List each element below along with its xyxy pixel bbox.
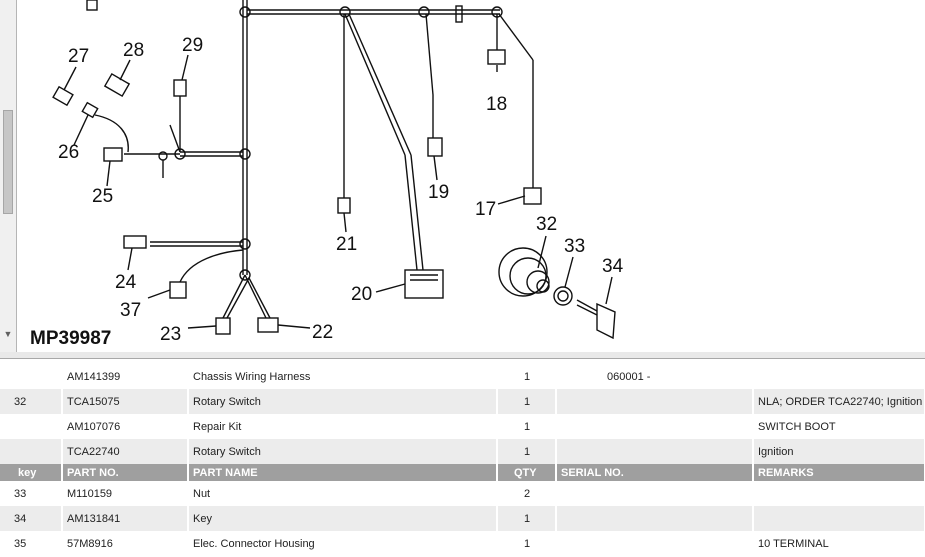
callout-34: 34 [602,256,624,277]
wiring-diagram: 17 18 19 20 21 22 23 24 25 26 27 28 29 3… [30,0,624,349]
cell-key: 34 [0,506,63,531]
callout-29: 29 [182,35,203,56]
cell-serial-no [556,414,754,439]
cell-remarks: NLA; ORDER TCA22740; Ignition [753,389,925,414]
diagram-code: MP39987 [30,328,111,349]
cell-qty: 2 [497,481,557,506]
callout-23: 23 [160,324,181,345]
cell-serial-no: 060001 - [556,364,754,389]
header-serial-no[interactable]: SERIAL NO. [556,464,754,481]
cell-serial-no [556,439,754,464]
cell-serial-no [556,481,754,506]
header-qty[interactable]: QTY [497,464,557,481]
cell-remarks [753,506,925,531]
table-row[interactable]: 32 TCA15075 Rotary Switch 1 NLA; ORDER T… [0,389,925,414]
panel-splitter[interactable] [0,352,925,359]
table-row[interactable]: AM141399 Chassis Wiring Harness 1 060001… [0,364,925,389]
cell-remarks [753,481,925,506]
cell-qty: 1 [497,439,557,464]
table-row[interactable]: 33 M110159 Nut 2 [0,481,925,506]
callout-27: 27 [68,46,89,67]
cell-part-name: Chassis Wiring Harness [188,364,498,389]
callout-20: 20 [351,284,372,305]
callout-21: 21 [336,234,357,255]
cell-qty: 1 [497,414,557,439]
cell-part-no: 57M8916 [62,531,189,556]
callout-24: 24 [115,272,137,293]
cell-serial-no [556,531,754,556]
callout-22: 22 [312,322,333,343]
cell-part-no: TCA15075 [62,389,189,414]
cell-remarks: 10 TERMINAL [753,531,925,556]
table-header-row: key PART NO. PART NAME QTY SERIAL NO. RE… [0,464,925,481]
cell-part-no: M110159 [62,481,189,506]
cell-part-no: AM107076 [62,414,189,439]
cell-key [0,439,63,464]
cell-qty: 1 [497,389,557,414]
callout-17: 17 [475,199,496,220]
vertical-scrollbar[interactable]: ▼ [0,0,17,352]
cell-serial-no [556,506,754,531]
cell-remarks: Ignition [753,439,925,464]
cell-qty: 1 [497,531,557,556]
cell-key: 35 [0,531,63,556]
header-part-name[interactable]: PART NAME [188,464,498,481]
callout-33: 33 [564,236,585,257]
cell-part-name: Key [188,506,498,531]
cell-remarks: SWITCH BOOT [753,414,925,439]
cell-key [0,414,63,439]
cell-part-name: Rotary Switch [188,389,498,414]
cell-key: 32 [0,389,63,414]
cell-serial-no [556,389,754,414]
cell-part-name: Repair Kit [188,414,498,439]
cell-remarks [753,364,925,389]
header-key[interactable]: key [0,464,63,481]
cell-part-no: AM131841 [62,506,189,531]
cell-qty: 1 [497,506,557,531]
callout-18: 18 [486,94,507,115]
callout-28: 28 [123,40,144,61]
cell-part-name: Elec. Connector Housing [188,531,498,556]
table-row[interactable]: 34 AM131841 Key 1 [0,506,925,531]
scrollbar-thumb[interactable] [3,110,13,214]
cell-qty: 1 [497,364,557,389]
cell-part-no: TCA22740 [62,439,189,464]
cell-key [0,364,63,389]
callout-25: 25 [92,186,113,207]
callout-26: 26 [58,142,79,163]
callout-37: 37 [120,300,141,321]
table-row[interactable]: 35 57M8916 Elec. Connector Housing 1 10 … [0,531,925,556]
callout-32: 32 [536,214,557,235]
table-row[interactable]: AM107076 Repair Kit 1 SWITCH BOOT [0,414,925,439]
cell-part-name: Nut [188,481,498,506]
header-part-no[interactable]: PART NO. [62,464,189,481]
parts-table: AM141399 Chassis Wiring Harness 1 060001… [0,364,925,556]
callout-19: 19 [428,182,449,203]
cell-part-name: Rotary Switch [188,439,498,464]
cell-part-no: AM141399 [62,364,189,389]
header-remarks[interactable]: REMARKS [753,464,925,481]
cell-key: 33 [0,481,63,506]
diagram-panel: ▼ [0,0,925,353]
scroll-down-arrow-icon[interactable]: ▼ [3,329,13,339]
table-row[interactable]: TCA22740 Rotary Switch 1 Ignition [0,439,925,464]
